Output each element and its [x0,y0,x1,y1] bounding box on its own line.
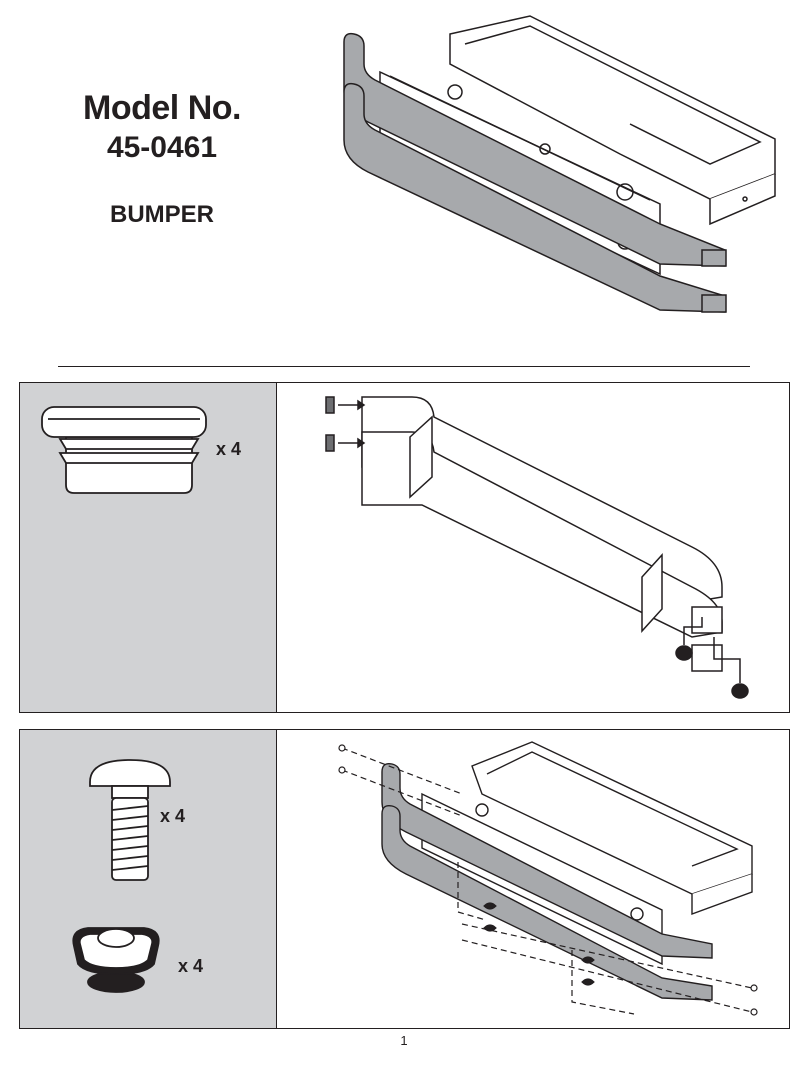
step-2-panel: x 4 x 4 [19,729,790,1029]
product-name: BUMPER [40,200,284,230]
step-2-bolt-attachment-diagram [282,734,782,1024]
step-1-plug-insertion-diagram [282,387,782,709]
wing-nut-icon [66,916,166,996]
model-label: Model No. [40,88,284,128]
step-2-parts-panel: x 4 x 4 [20,730,277,1028]
title-block: Model No. 45-0461 BUMPER [40,88,284,230]
page-number: 1 [0,1033,808,1048]
step-2-bolt-quantity: x 4 [160,806,185,827]
end-cap-plug-icon [38,403,210,499]
section-divider [58,366,750,367]
step-1-parts-panel: x 4 [20,383,277,712]
assembled-bumper-illustration [330,14,780,324]
model-number: 45-0461 [40,130,284,166]
step-2-nut-quantity: x 4 [178,956,203,977]
step-1-plug-quantity: x 4 [216,439,241,460]
step-1-panel: x 4 [19,382,790,713]
